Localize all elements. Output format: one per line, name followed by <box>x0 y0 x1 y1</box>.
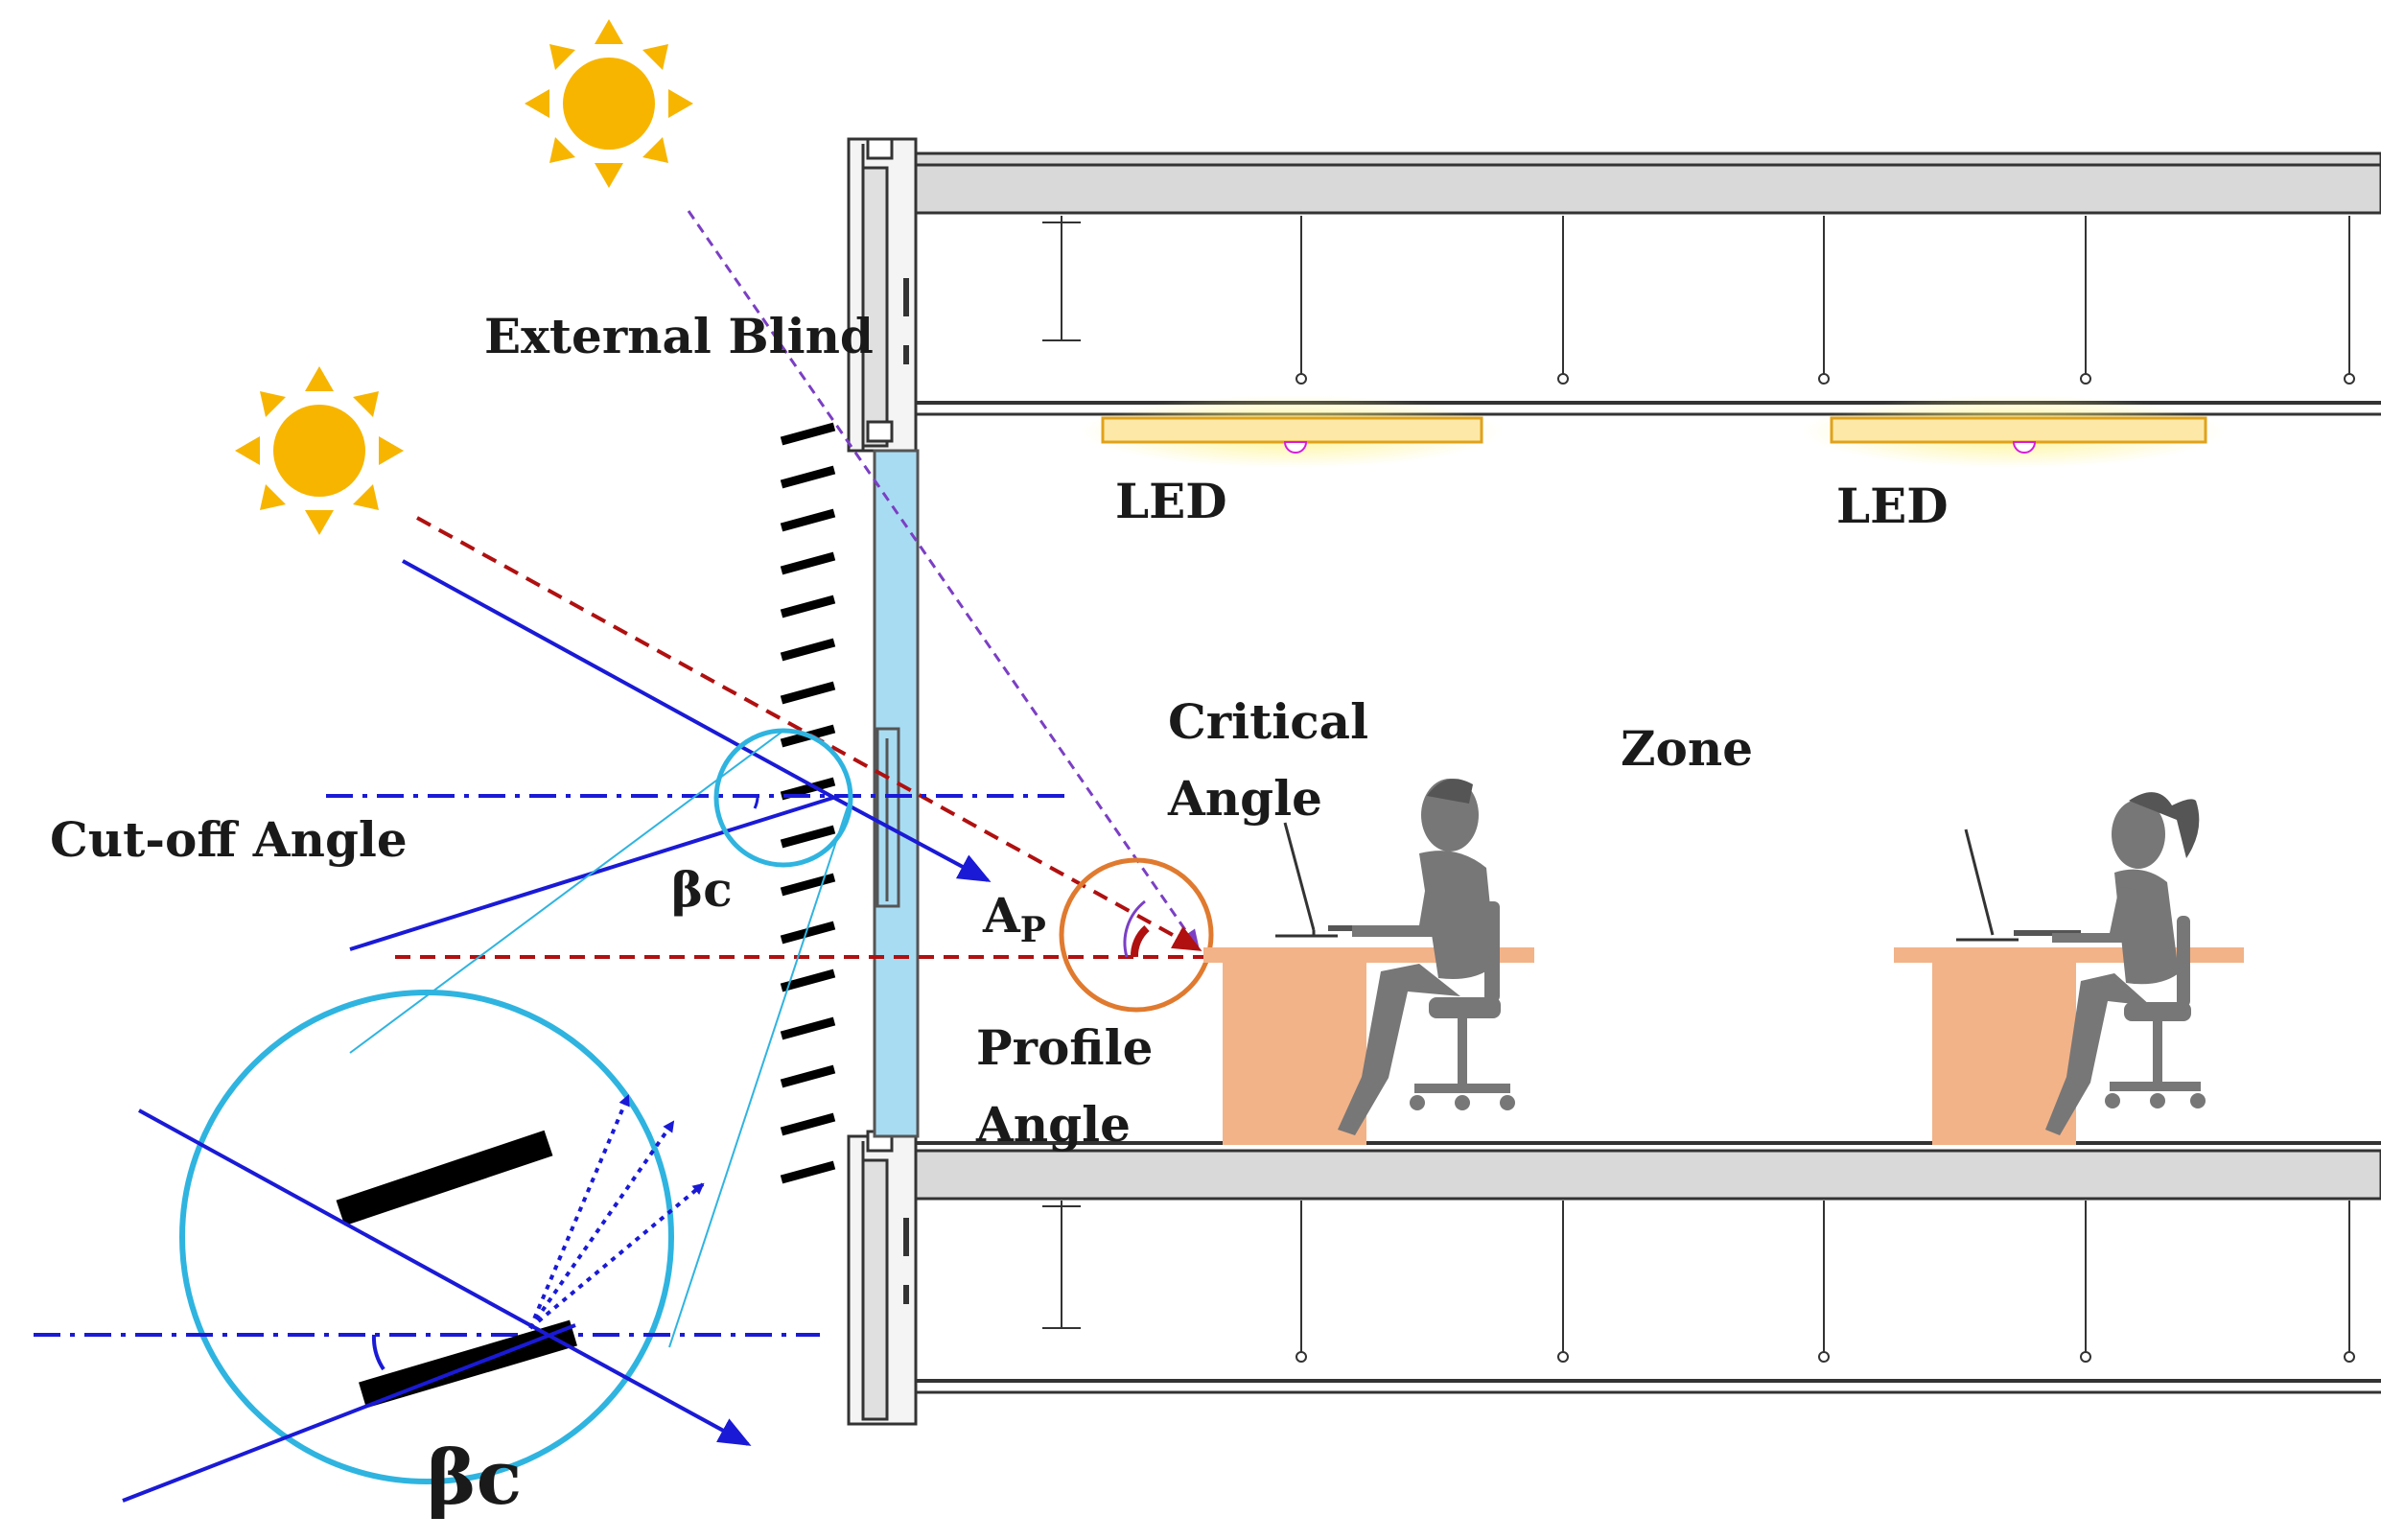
beta-c-label-large: βc <box>427 1435 522 1522</box>
lower-slab <box>914 1149 2381 1201</box>
ap-label-sub: P <box>1020 910 1046 950</box>
critical-angle-label-line1: Critical <box>1168 693 1368 750</box>
zoom-slat-upper <box>336 1130 553 1226</box>
transmitted-sun-ray <box>833 796 992 882</box>
zoom-slat-lower <box>359 1319 577 1409</box>
monitor-icon <box>1275 822 1338 938</box>
external-blind-label: External Blind <box>484 308 874 364</box>
beta-c-label-small: βc <box>671 861 733 918</box>
person-male-icon <box>1275 779 1515 1135</box>
ceiling-hangers-lower <box>1042 1201 2355 1363</box>
led-luminaire-1 <box>1081 395 1503 468</box>
external-blind-slats <box>780 422 836 1184</box>
ap-label-main: A <box>982 887 1021 944</box>
monitor-icon <box>1956 828 2019 942</box>
office-chair-icon <box>2105 916 2206 1108</box>
cutoff-slat-line <box>349 794 840 951</box>
cutoff-angle-label: Cut-off Angle <box>50 811 408 868</box>
ap-label: AP <box>982 887 1046 950</box>
critical-angle-label-line2: Angle <box>1167 770 1322 827</box>
incident-sun-ray <box>402 559 835 800</box>
building-structure <box>847 137 2381 1426</box>
profile-angle-circle <box>1059 857 1214 1013</box>
upper-slab <box>914 152 2381 215</box>
critical-angle-ray <box>687 210 1201 951</box>
ceiling-hangers-upper <box>1042 216 2355 385</box>
led-label-2: LED <box>1836 478 1949 534</box>
sun-icon <box>235 366 404 535</box>
sun-icon <box>525 19 693 188</box>
profile-angle-label-line1: Profile <box>976 1019 1153 1076</box>
office-chair-icon <box>1410 901 1515 1110</box>
led-label-1: LED <box>1115 473 1227 529</box>
zoom-detail <box>34 990 820 1503</box>
zoom-detail-circle <box>179 990 674 1484</box>
led-luminaire-2 <box>1803 395 2225 468</box>
window-glass <box>873 449 920 1138</box>
person-female-icon <box>1956 792 2206 1135</box>
zone-label: Zone <box>1621 720 1753 777</box>
profile-angle-label-line2: Angle <box>975 1096 1131 1153</box>
